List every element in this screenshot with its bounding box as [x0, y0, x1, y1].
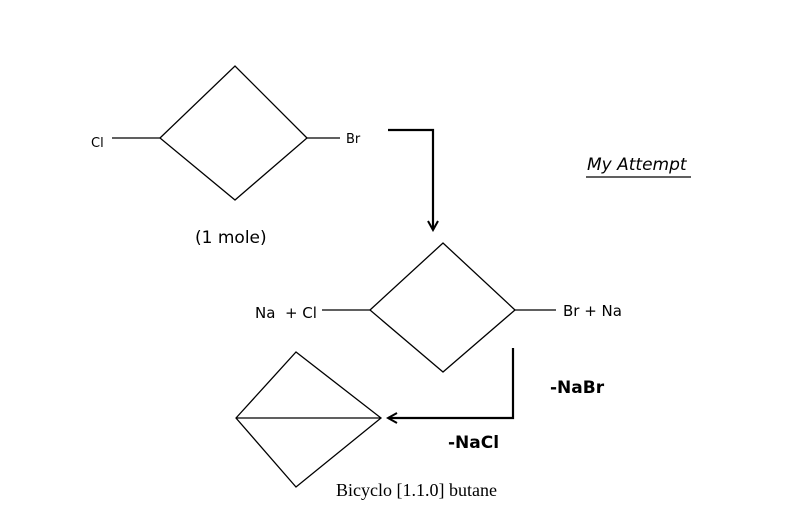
cyclobutane-ring	[369, 242, 516, 373]
reactant-molecule	[112, 65, 340, 201]
arrow-step-2	[388, 348, 515, 418]
br-label: Br	[346, 132, 361, 147]
elimination-nabr: -NaBr	[550, 378, 605, 398]
attempt-title: My Attempt	[587, 155, 688, 175]
product-molecule	[235, 351, 383, 488]
elimination-nacl: -NaCl	[448, 433, 499, 453]
na-cl-label: Na + Cl	[255, 304, 317, 322]
arrow-step-1	[388, 128, 433, 230]
cyclobutane-ring	[159, 65, 308, 201]
product-name: Bicyclo [1.1.0] butane	[336, 480, 497, 500]
amount-label: (1 mole)	[195, 228, 267, 248]
br-na-label: Br + Na	[563, 302, 622, 320]
cl-label: Cl	[91, 136, 104, 151]
intermediate-molecule	[322, 242, 556, 373]
bicyclobutane-ring	[235, 351, 383, 488]
